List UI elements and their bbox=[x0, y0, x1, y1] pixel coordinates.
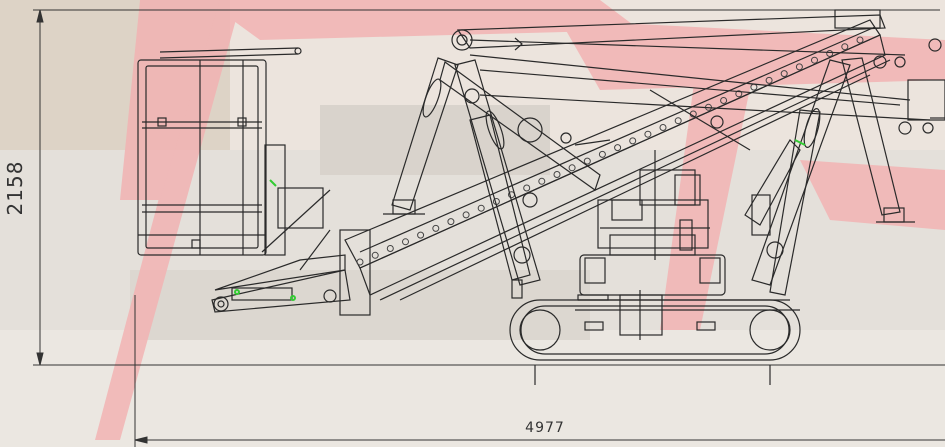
turret-body bbox=[597, 150, 710, 260]
chain-link bbox=[826, 50, 834, 57]
chain-link bbox=[841, 43, 849, 51]
chain-link bbox=[568, 164, 576, 172]
work-basket bbox=[137, 47, 324, 256]
boom-end-details bbox=[873, 38, 945, 135]
crawler-track bbox=[509, 299, 801, 385]
chain-link bbox=[447, 218, 455, 226]
chain-link bbox=[523, 184, 531, 192]
chain-link bbox=[598, 150, 606, 158]
front-left-outrigger bbox=[383, 57, 541, 299]
chain-link bbox=[402, 238, 409, 246]
jib-arm bbox=[211, 189, 371, 316]
chain-link bbox=[583, 157, 591, 165]
chain-link bbox=[417, 231, 425, 239]
rear-outriggers bbox=[744, 57, 915, 296]
dimension-annotations bbox=[33, 9, 945, 447]
machine-line-drawing bbox=[137, 9, 945, 385]
height-dimension-label: 2158 bbox=[3, 161, 27, 216]
length-dimension-label: 4977 bbox=[525, 420, 565, 436]
chain-link bbox=[629, 137, 637, 145]
chain-link bbox=[386, 245, 394, 252]
machine-ghost bbox=[95, 0, 945, 440]
height-arrow-bottom bbox=[36, 352, 44, 366]
chain-link bbox=[735, 90, 743, 98]
green-accent-marks bbox=[234, 139, 806, 301]
chain-link bbox=[780, 70, 788, 78]
chain-link bbox=[432, 224, 440, 232]
chain-link bbox=[614, 144, 622, 152]
chain-link bbox=[765, 76, 773, 84]
main-boom bbox=[439, 14, 931, 191]
chain-link bbox=[371, 251, 379, 259]
chain-link bbox=[720, 97, 728, 104]
chain-link bbox=[356, 258, 364, 266]
height-arrow-top bbox=[36, 9, 44, 23]
chain-link bbox=[811, 56, 818, 64]
chain-link bbox=[538, 177, 546, 185]
chain-link bbox=[795, 63, 803, 71]
length-arrow-left bbox=[134, 436, 148, 444]
chain-link bbox=[644, 130, 652, 138]
chain-link bbox=[477, 204, 485, 212]
chain-link bbox=[856, 36, 864, 44]
chain-link bbox=[553, 171, 561, 178]
chain-link bbox=[659, 124, 667, 131]
chain-link bbox=[674, 117, 682, 125]
chain-link bbox=[462, 211, 470, 219]
